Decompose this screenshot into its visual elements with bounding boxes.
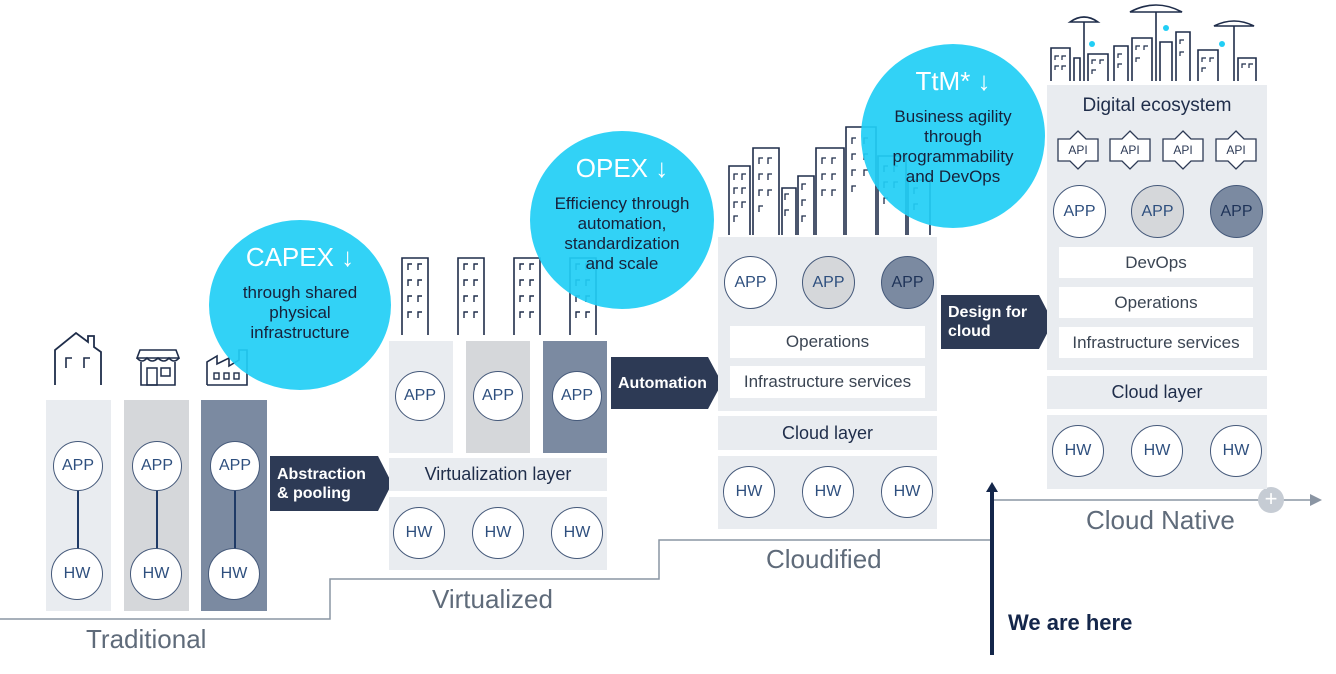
hw-circle: HW	[1131, 425, 1183, 477]
bubble-line: through	[924, 127, 982, 146]
opex-bubble: OPEX ↓ Efficiency through automation, st…	[530, 131, 714, 309]
bubble-line: and DevOps	[905, 167, 1001, 186]
bubble-line: infrastructure	[250, 323, 350, 342]
app-circle: APP	[473, 371, 523, 421]
bubble-line: Business agility	[894, 107, 1012, 126]
bubble-line: Efficiency through	[554, 194, 690, 213]
api-label: API	[1226, 143, 1246, 157]
app-circle: APP	[1210, 185, 1263, 238]
stage-label-virtualized: Virtualized	[432, 584, 553, 614]
hw-circle: HW	[723, 466, 775, 518]
tower-building-icon	[401, 257, 429, 335]
bubble-line: and scale	[585, 254, 659, 273]
arrow-automation: Automation	[611, 357, 722, 409]
arrow-line: & pooling	[277, 484, 351, 502]
stage-label-cloud-native: Cloud Native	[1086, 505, 1235, 535]
house-icon	[54, 331, 102, 385]
app-circle: APP	[210, 441, 260, 491]
arrow-abstraction-pooling: Abstraction& pooling	[270, 456, 392, 511]
virtualization-layer: Virtualization layer	[389, 458, 607, 491]
stage-label-traditional: Traditional	[86, 624, 207, 654]
app-circle: APP	[724, 256, 777, 309]
tower-building-icon	[513, 257, 541, 335]
api-icon: API	[1056, 130, 1100, 170]
bubble-heading: TtM* ↓	[915, 66, 991, 96]
arrow-line: cloud	[948, 323, 991, 340]
bubble-line: programmability	[892, 147, 1014, 166]
api-icon: API	[1214, 130, 1258, 170]
infrastructure-services-layer: Infrastructure services	[730, 366, 925, 398]
app-circle: APP	[552, 371, 602, 421]
arrow-line: Automation	[618, 374, 707, 392]
devops-layer: DevOps	[1059, 247, 1253, 278]
operations-layer: Operations	[1059, 287, 1253, 318]
smart-city-icon	[1050, 4, 1257, 81]
operations-layer: Operations	[730, 326, 925, 358]
bubble-line: automation,	[577, 214, 667, 233]
api-label: API	[1120, 143, 1140, 157]
app-circle: APP	[881, 256, 934, 309]
bubble-line: physical	[269, 303, 331, 322]
hw-circle: HW	[208, 548, 260, 600]
app-circle: APP	[395, 371, 445, 421]
app-circle: APP	[53, 441, 103, 491]
hw-circle: HW	[393, 507, 445, 559]
app-circle: APP	[1131, 185, 1184, 238]
arrow-design-for-cloud: Design for cloud	[941, 295, 1053, 349]
bubble-heading: OPEX ↓	[575, 153, 669, 183]
hw-circle: HW	[881, 466, 933, 518]
hw-circle: HW	[130, 548, 182, 600]
hw-circle: HW	[1210, 425, 1262, 477]
bubble-line: standardization	[564, 234, 680, 253]
api-icon: API	[1161, 130, 1205, 170]
hw-circle: HW	[472, 507, 524, 559]
app-circle: APP	[1053, 185, 1106, 238]
hw-circle: HW	[551, 507, 603, 559]
tower-building-icon	[457, 257, 485, 335]
ttm-bubble: TtM* ↓ Business agility through programm…	[861, 44, 1045, 228]
cloud-layer: Cloud layer	[1047, 376, 1267, 409]
stage-label-cloudified: Cloudified	[766, 544, 882, 574]
hw-circle: HW	[1052, 425, 1104, 477]
api-icon: API	[1108, 130, 1152, 170]
bubble-heading: CAPEX ↓	[245, 242, 355, 272]
we-are-here-label: We are here	[1008, 610, 1133, 635]
api-label: API	[1068, 143, 1088, 157]
infrastructure-services-layer: Infrastructure services	[1059, 327, 1253, 358]
hw-circle: HW	[802, 466, 854, 518]
timeline-plus-icon: +	[1258, 487, 1284, 513]
app-hw-connector	[77, 490, 79, 550]
bubble-line: through shared	[242, 283, 358, 302]
arrow-line: Abstraction	[277, 465, 366, 483]
app-circle: APP	[132, 441, 182, 491]
app-hw-connector	[156, 490, 158, 550]
digital-ecosystem-title: Digital ecosystem	[1082, 95, 1232, 116]
capex-bubble: CAPEX ↓ through shared physical infrastr…	[209, 220, 391, 390]
hw-circle: HW	[51, 548, 103, 600]
api-label: API	[1173, 143, 1193, 157]
cloud-layer: Cloud layer	[718, 416, 937, 450]
app-circle: APP	[802, 256, 855, 309]
shop-icon	[136, 349, 180, 386]
app-hw-connector	[234, 490, 236, 550]
arrow-line: Design for	[948, 304, 1028, 321]
